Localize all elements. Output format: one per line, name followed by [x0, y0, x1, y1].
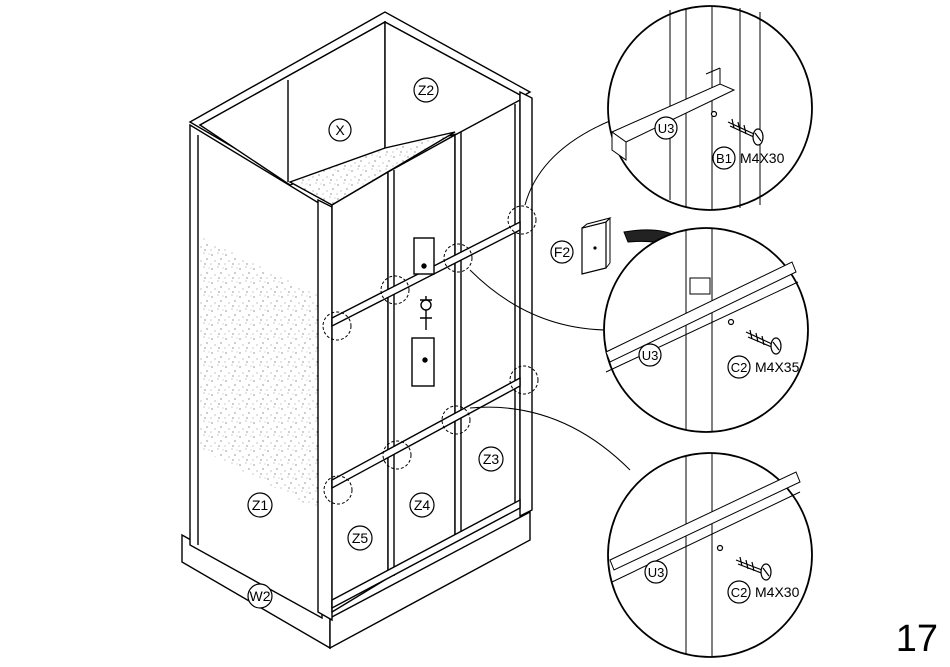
- svg-text:U3: U3: [648, 565, 665, 580]
- detail-view-3: U3 C2 M4X30: [608, 453, 812, 657]
- svg-text:Z2: Z2: [418, 82, 435, 98]
- svg-text:X: X: [335, 122, 345, 138]
- shower-control-box: [412, 338, 434, 386]
- svg-text:C2: C2: [731, 585, 748, 600]
- svg-text:Z5: Z5: [352, 530, 369, 546]
- svg-text:Z3: Z3: [483, 451, 500, 467]
- part-label-z4: Z4: [410, 493, 434, 517]
- part-label-z1: Z1: [248, 493, 272, 517]
- svg-text:B1: B1: [716, 151, 732, 166]
- part-label-z3: Z3: [479, 447, 503, 471]
- svg-text:U3: U3: [658, 121, 675, 136]
- svg-text:M4X30: M4X30: [740, 150, 785, 166]
- svg-text:F2: F2: [554, 244, 571, 260]
- part-f2: F2: [551, 218, 610, 274]
- svg-text:Z4: Z4: [414, 497, 431, 513]
- page-number: 17: [896, 618, 938, 661]
- front-panel-z3: [455, 100, 520, 540]
- part-label-w2: W2: [248, 584, 272, 608]
- svg-text:U3: U3: [642, 348, 659, 363]
- shower-cabin: [182, 12, 538, 648]
- svg-text:M4X30: M4X30: [755, 584, 800, 600]
- svg-text:C2: C2: [731, 360, 748, 375]
- svg-text:Z1: Z1: [252, 497, 269, 513]
- svg-text:W2: W2: [250, 588, 271, 604]
- part-label-z5: Z5: [348, 526, 372, 550]
- detail-view-1: U3 B1 M4X30: [608, 6, 812, 210]
- svg-text:M4X35: M4X35: [755, 359, 800, 375]
- part-label-x: X: [329, 119, 351, 141]
- part-label-z2: Z2: [414, 78, 438, 102]
- detail-view-2: U3 C2 M4X35: [604, 228, 808, 432]
